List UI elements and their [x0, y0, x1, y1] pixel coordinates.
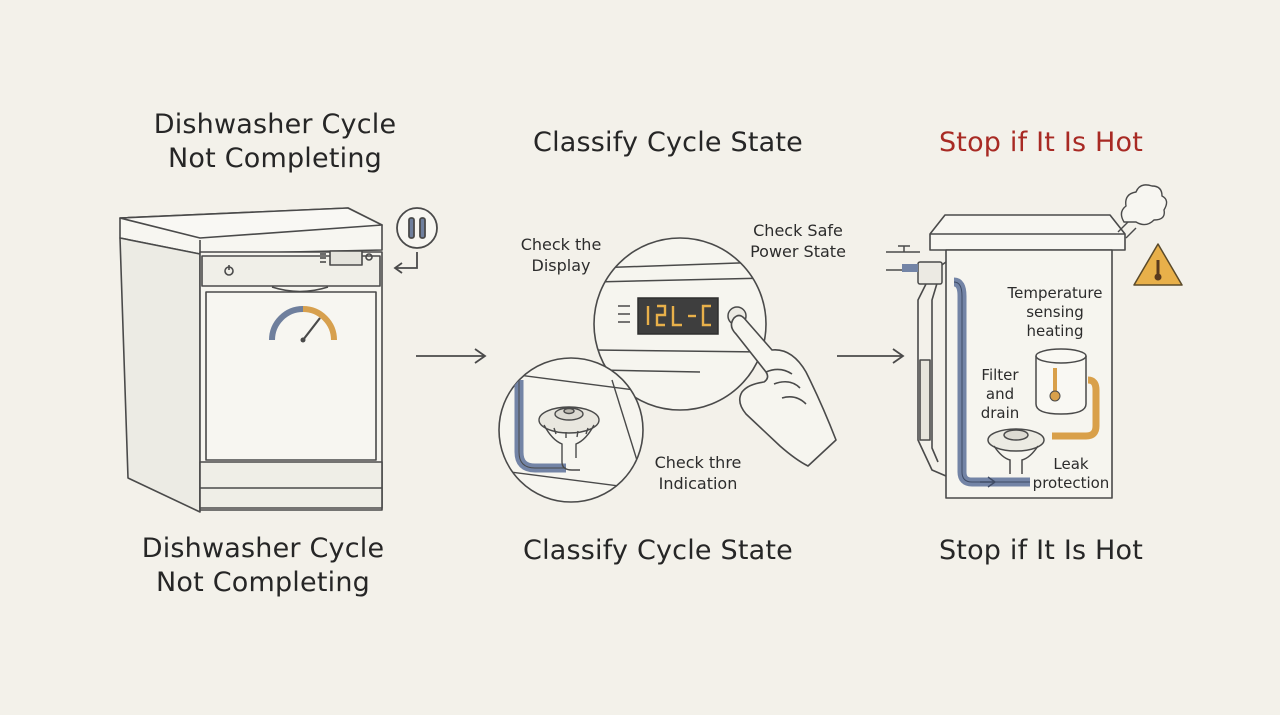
panel1-caption-line1: Dishwasher Cycle [141, 533, 385, 564]
label-check-indication: Check thre Indication [638, 452, 758, 494]
arrow-right-icon [837, 348, 905, 364]
water-hose [902, 264, 1030, 488]
hand-pointer-icon [730, 314, 837, 467]
label-temperature: Temperature sensing heating [1000, 284, 1110, 341]
panel2-title-text: Classify Cycle State [533, 127, 803, 158]
label-check-power-line1: Check Safe [753, 221, 843, 240]
drain-filter-icon [987, 428, 1045, 474]
warning-thermometer-icon [1133, 243, 1183, 286]
label-check-display-line1: Check the [520, 235, 602, 254]
panel1-title: Dishwasher Cycle Not Completing [130, 108, 420, 176]
steam-icon [1117, 184, 1168, 239]
panel2-caption-text: Classify Cycle State [523, 535, 793, 566]
label-check-display-line2: Display [531, 256, 591, 275]
panel3-title: Stop if It Is Hot [900, 126, 1182, 160]
panel1-title-line2: Not Completing [168, 143, 382, 174]
label-temperature-line1: Temperature [1007, 284, 1103, 302]
label-leak-line2: protection [1032, 474, 1110, 492]
label-filter-line1: Filter [981, 366, 1019, 384]
arrow-right-icon [416, 348, 487, 364]
heater-cylinder-icon [1035, 348, 1087, 415]
gauge-icon [269, 306, 337, 343]
label-filter-drain: Filter and drain [972, 366, 1028, 423]
label-filter-line3: drain [980, 404, 1020, 422]
label-filter-line2: and [985, 385, 1015, 403]
dishwasher-icon [119, 207, 383, 513]
label-check-indication-line2: Indication [658, 474, 738, 493]
label-leak-protection: Leak protection [1026, 455, 1116, 493]
drain-filter-icon [498, 357, 644, 503]
panel1-caption: Dishwasher Cycle Not Completing [118, 532, 408, 600]
panel3-title-text: Stop if It Is Hot [938, 127, 1144, 158]
label-check-power-line2: Power State [750, 242, 846, 261]
heating-pipe [1052, 376, 1100, 440]
label-leak-line1: Leak [1053, 455, 1089, 473]
panel1-title-line1: Dishwasher Cycle [153, 109, 397, 140]
label-temperature-line3: heating [1026, 322, 1084, 340]
label-check-power: Check Safe Power State [738, 220, 858, 262]
panel2-title: Classify Cycle State [508, 126, 828, 160]
label-temperature-line2: sensing [1026, 303, 1084, 321]
panel3-caption: Stop if It Is Hot [900, 534, 1182, 568]
label-check-display: Check the Display [506, 234, 616, 276]
pause-icon [393, 207, 438, 274]
panel3-caption-text: Stop if It Is Hot [938, 535, 1144, 566]
panel1-caption-line2: Not Completing [156, 567, 370, 598]
panel2-caption: Classify Cycle State [498, 534, 818, 568]
label-check-indication-line1: Check thre [654, 453, 742, 472]
